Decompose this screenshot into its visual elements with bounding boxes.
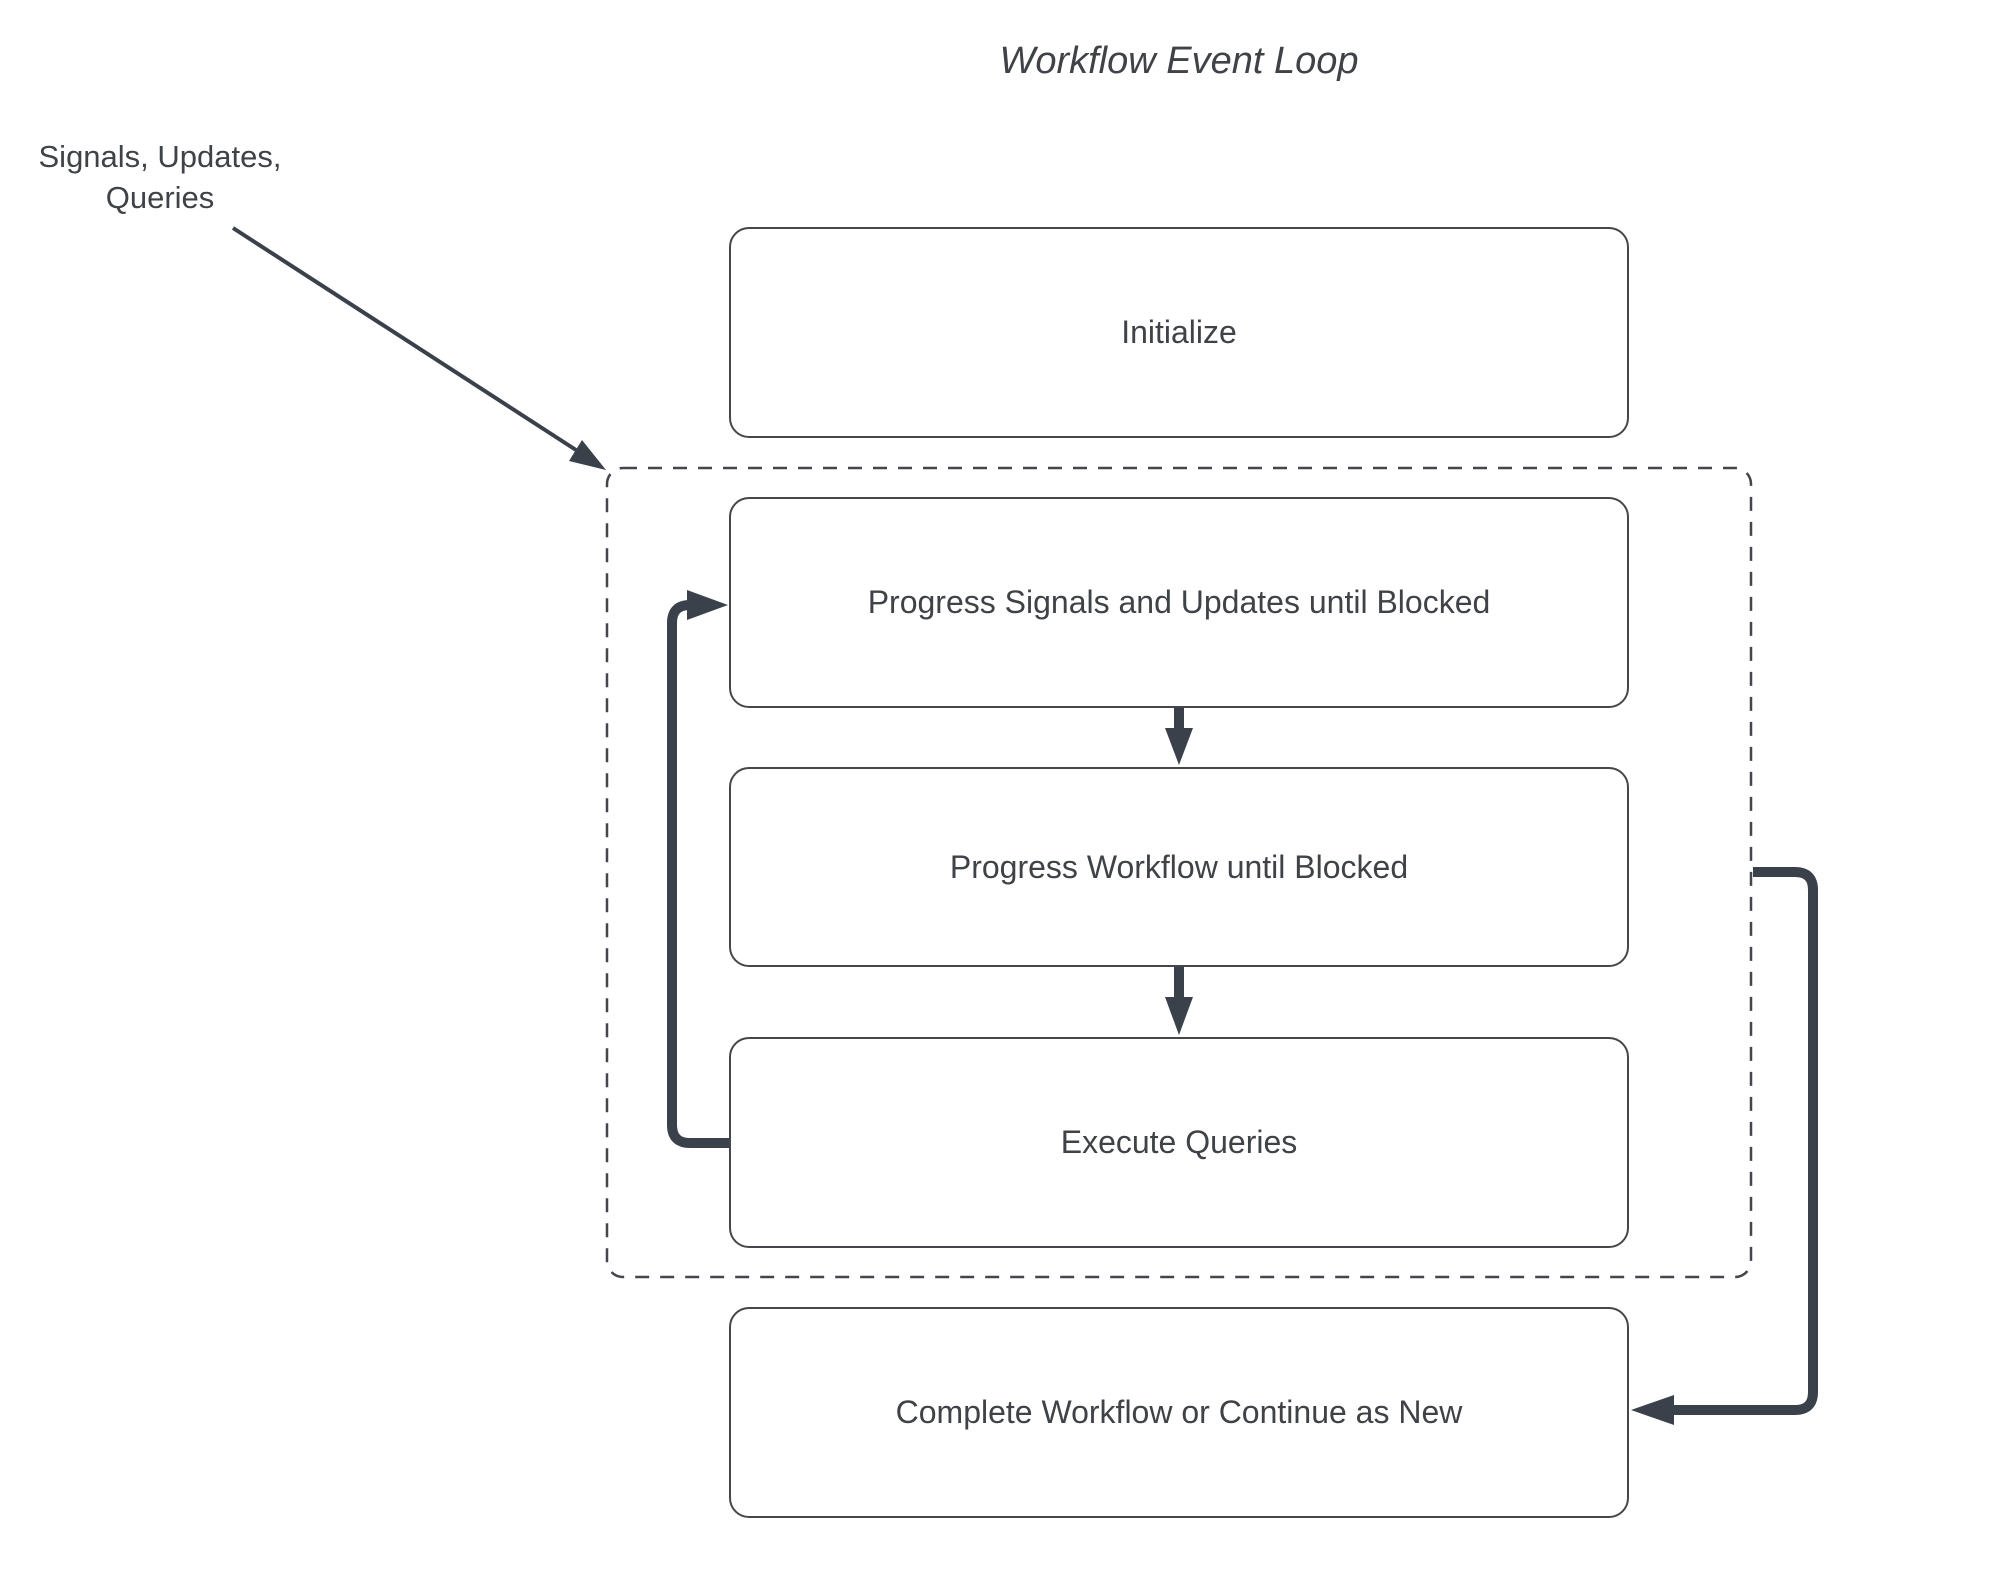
node-complete-label: Complete Workflow or Continue as New xyxy=(895,1394,1463,1430)
diagram-title: Workflow Event Loop xyxy=(999,40,1359,82)
node-progress-workflow-label: Progress Workflow until Blocked xyxy=(949,848,1409,885)
continue-as-new-arrow xyxy=(1631,867,1818,1425)
node-complete: Complete Workflow or Continue as New xyxy=(729,1307,1629,1518)
node-progress-signals: Progress Signals and Updates until Block… xyxy=(729,497,1629,708)
node-execute-queries-label: Execute Queries xyxy=(1060,1124,1298,1160)
loop-back-arrow xyxy=(667,590,729,1148)
node-progress-signals-label: Progress Signals and Updates until Block… xyxy=(867,584,1491,620)
flow-arrow-signals-to-workflow xyxy=(1165,708,1193,765)
node-progress-workflow: Progress Workflow until Blocked xyxy=(729,767,1629,967)
signals-arrow xyxy=(231,226,606,470)
node-initialize-label: Initialize xyxy=(1121,314,1237,350)
node-initialize: Initialize xyxy=(729,227,1629,438)
flow-arrow-workflow-to-queries xyxy=(1165,967,1193,1035)
signals-updates-queries-label: Signals, Updates, Queries xyxy=(38,139,282,215)
node-execute-queries: Execute Queries xyxy=(729,1037,1629,1248)
